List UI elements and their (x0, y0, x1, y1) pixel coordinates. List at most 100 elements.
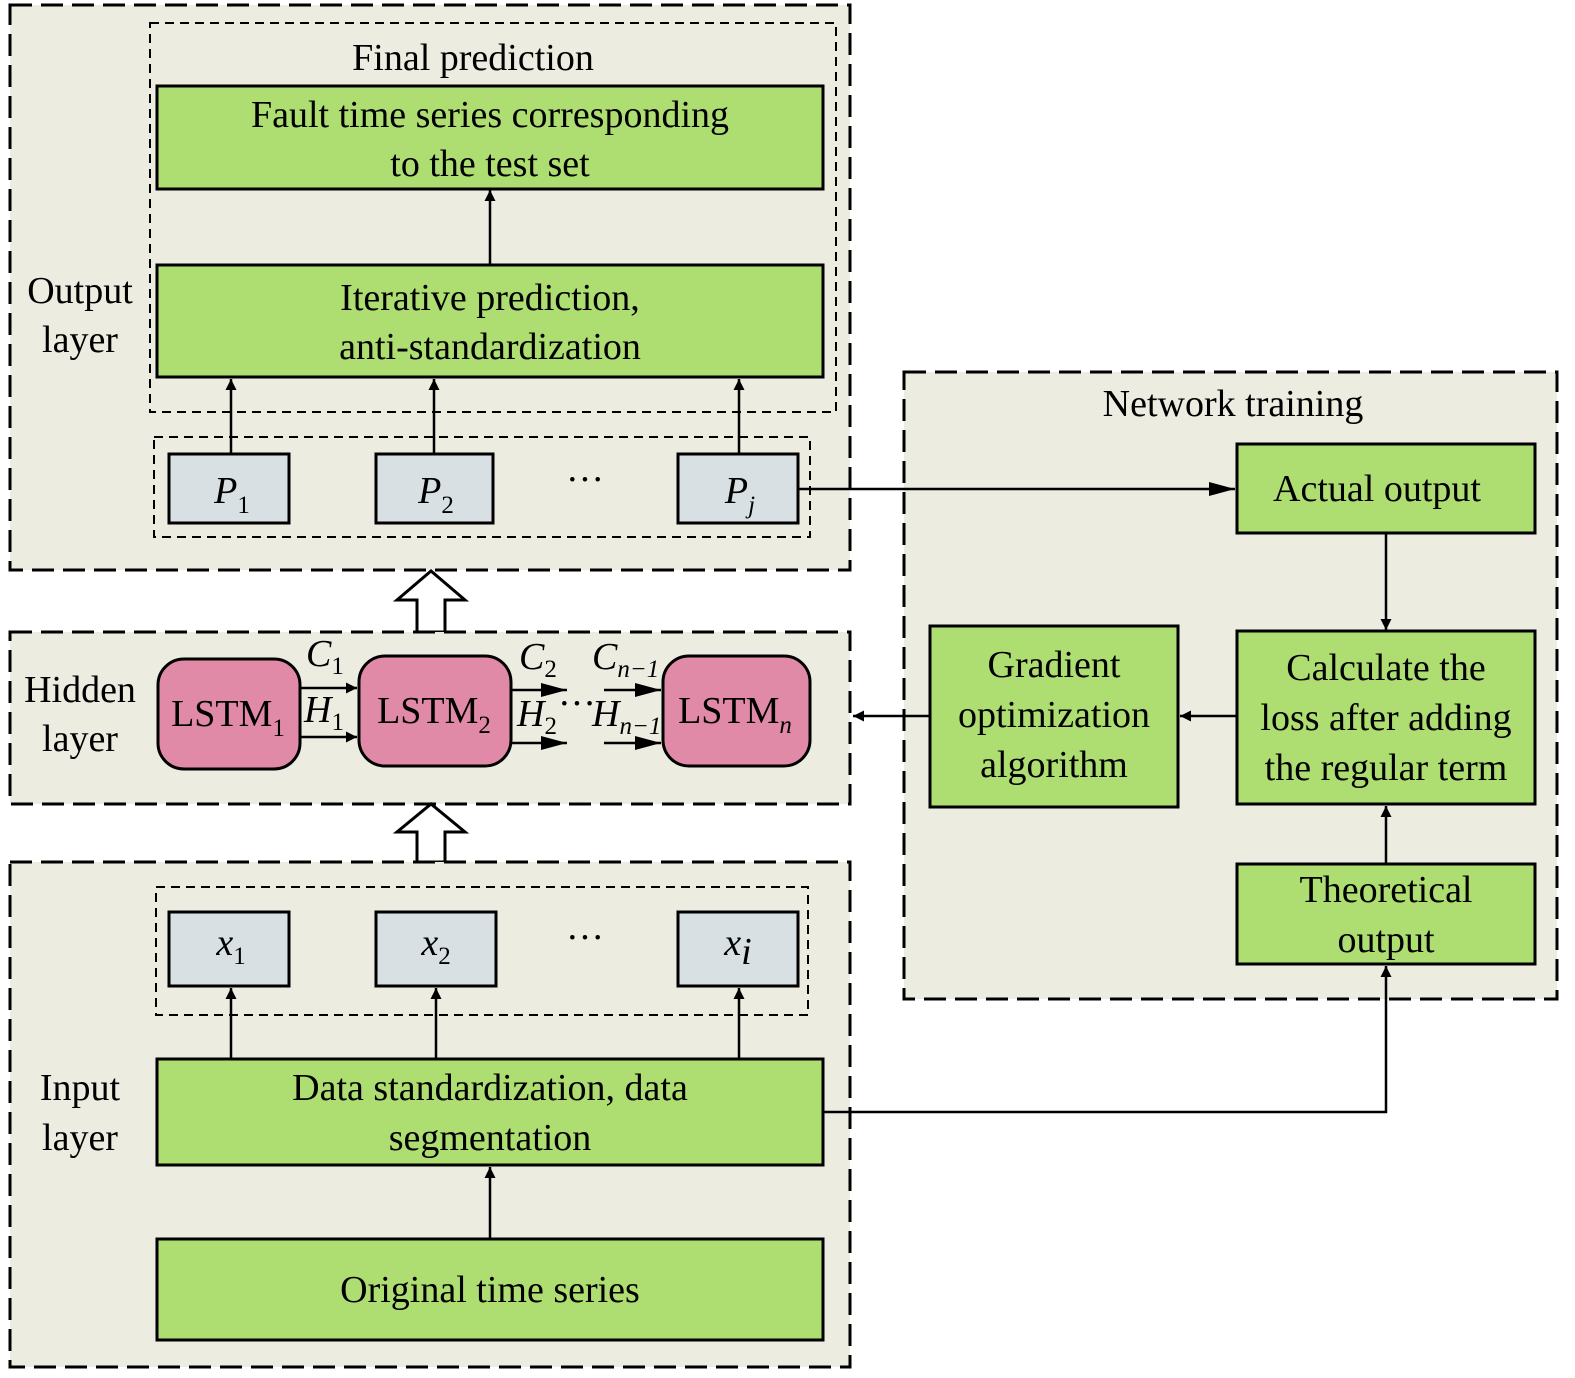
svg-text:H1: H1 (303, 689, 344, 736)
iterative-prediction-line1: Iterative prediction, (340, 277, 640, 319)
theoretical-line1: Theoretical (1299, 869, 1472, 911)
svg-text:x1: x1 (215, 922, 245, 970)
loss-calculation-rect (1235, 629, 1537, 806)
theoretical-output-box: Theoretical output (1235, 862, 1537, 966)
lstm-cell-2: LSTM2 (357, 654, 513, 768)
p2-symbol: P (417, 470, 441, 512)
x2-subscript: 2 (438, 943, 451, 970)
h2-subscript: 2 (544, 713, 557, 740)
pj-subscript: j (745, 492, 755, 519)
lstm-cell-1: LSTM1 (156, 657, 302, 771)
p1-subscript: 1 (237, 492, 250, 519)
x1-subscript: 1 (233, 943, 246, 970)
svg-text:xi: xi (723, 922, 751, 973)
hn1-subscript: n−1 (619, 713, 661, 740)
prediction-box-p2: P2 (374, 452, 495, 525)
theoretical-line2: output (1337, 919, 1435, 961)
svg-text:LSTMn: LSTMn (678, 690, 792, 739)
prediction-box-pj: Pj (676, 452, 800, 525)
network-training-title: Network training (1103, 383, 1364, 425)
loss-line1: Calculate the (1286, 647, 1485, 689)
loss-line3: the regular term (1265, 747, 1508, 789)
c1-subscript: 1 (331, 653, 344, 680)
loss-line2: loss after adding (1260, 697, 1511, 739)
gradient-line3: algorithm (980, 744, 1128, 786)
c2-subscript: 2 (544, 656, 557, 683)
iterative-prediction-rect (155, 263, 825, 379)
h1-subscript: 1 (331, 709, 344, 736)
data-standardization-line2: segmentation (389, 1117, 592, 1159)
svg-text:P1: P1 (213, 470, 250, 519)
svg-text:LSTM2: LSTM2 (377, 690, 491, 739)
x1-symbol: x (215, 922, 233, 964)
actual-output-box: Actual output (1235, 442, 1537, 535)
iterative-prediction-line2: anti-standardization (339, 326, 641, 368)
gradient-line1: Gradient (988, 644, 1121, 686)
xi-symbol: x (723, 922, 741, 964)
input-box-x1: x1 (167, 910, 291, 988)
actual-output-rect (1235, 442, 1537, 535)
fault-time-series-box: Fault time series corresponding to the t… (155, 84, 825, 191)
data-standardization-line1: Data standardization, data (292, 1067, 688, 1109)
svg-text:P2: P2 (417, 470, 454, 519)
svg-text:Cn−1: Cn−1 (592, 636, 659, 683)
input-box-x2: x2 (374, 910, 498, 988)
arrow-std-to-theoretical-output (823, 966, 1392, 1114)
svg-text:H2: H2 (516, 693, 557, 740)
lstm2-text: LSTM (377, 690, 478, 732)
loss-calculation-box: Calculate the loss after adding the regu… (1235, 629, 1537, 806)
p2-subscript: 2 (441, 492, 454, 519)
h1-symbol: H (303, 689, 334, 731)
svg-text:C2: C2 (519, 636, 557, 683)
input-box-xi: xi (676, 910, 800, 988)
output-layer-label: Output layer (27, 270, 133, 361)
xi-subscript: i (741, 931, 752, 973)
actual-output-text: Actual output (1273, 468, 1481, 510)
svg-text:C1: C1 (306, 633, 344, 680)
x2-symbol: x (420, 922, 438, 964)
hidden-ellipsis: ··· (558, 683, 596, 725)
original-time-series-box: Original time series (155, 1237, 825, 1342)
gradient-line2: optimization (958, 694, 1150, 736)
cn1-symbol: C (592, 636, 618, 678)
prediction-outputs-group (153, 436, 811, 538)
hidden-layer-label-line2: layer (42, 718, 118, 760)
lstm1-subscript: 1 (272, 715, 285, 742)
data-standardization-box: Data standardization, data segmentation (155, 1057, 825, 1167)
lstmn-subscript: n (779, 712, 792, 739)
fault-time-series-line2: to the test set (390, 143, 590, 185)
fault-time-series-line1: Fault time series corresponding (251, 94, 729, 136)
hidden-layer-label-line1: Hidden (24, 669, 136, 711)
gradient-optimization-rect (928, 624, 1180, 809)
output-layer-label-line1: Output (27, 270, 133, 312)
svg-text:x2: x2 (420, 922, 450, 970)
lstmn-text: LSTM (678, 690, 779, 732)
prediction-box-p1: P1 (167, 452, 291, 525)
hollow-arrow-input-to-hidden (392, 802, 470, 864)
cn1-subscript: n−1 (617, 656, 659, 683)
c1-symbol: C (306, 633, 332, 675)
svg-text:LSTM1: LSTM1 (171, 693, 285, 742)
original-time-series-text: Original time series (340, 1269, 640, 1311)
lstm-cell-n: LSTMn (661, 654, 812, 768)
h2-symbol: H (516, 693, 547, 735)
hollow-arrow-hidden-to-output (392, 569, 470, 634)
fault-time-series-rect (155, 84, 825, 191)
input-layer-label-line2: layer (42, 1117, 118, 1159)
lstm2-subscript: 2 (478, 712, 491, 739)
pj-symbol: P (724, 470, 748, 512)
svg-text:Hn−1: Hn−1 (591, 693, 661, 740)
final-prediction-group (149, 22, 837, 413)
lstm1-text: LSTM (171, 693, 272, 735)
svg-text:Pj: Pj (724, 470, 755, 519)
hn1-symbol: H (591, 693, 622, 735)
input-layer-label-line1: Input (40, 1067, 121, 1109)
original-time-series-rect (155, 1237, 825, 1342)
iterative-prediction-box: Iterative prediction, anti-standardizati… (155, 263, 825, 379)
gradient-optimization-box: Gradient optimization algorithm (928, 624, 1180, 809)
prediction-ellipsis: ··· (566, 459, 604, 501)
output-layer-label-line2: layer (42, 319, 118, 361)
p1-symbol: P (213, 470, 237, 512)
data-standardization-rect (155, 1057, 825, 1167)
